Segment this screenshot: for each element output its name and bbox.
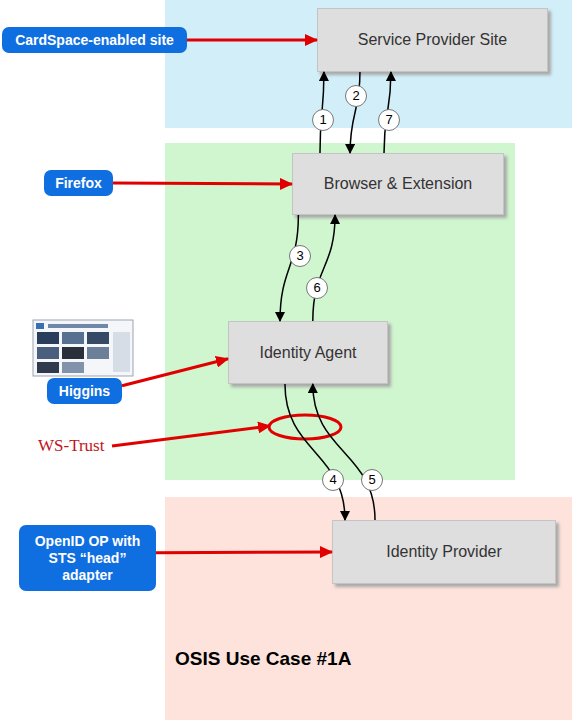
callout-number: 1: [312, 109, 334, 131]
tech-tag: Firefox: [44, 170, 113, 196]
tech-tag: CardSpace-enabled site: [2, 27, 187, 53]
callout-number: 6: [306, 277, 328, 299]
ws-trust-oval: [269, 415, 341, 439]
client-band: [165, 143, 515, 480]
tech-tag: Higgins: [47, 378, 122, 404]
idp-band: [165, 497, 572, 720]
flow-arrow: [313, 215, 335, 321]
node-text: CardSpace-enabled site: [15, 32, 174, 49]
higgins-screenshot: [33, 320, 133, 376]
pointer-arrow: [113, 183, 292, 184]
protocol-label: WS-Trust: [38, 436, 104, 456]
process-box: Identity Agent: [228, 321, 388, 384]
callout-number: 2: [345, 85, 367, 107]
node-text: Identity Provider: [386, 543, 502, 561]
process-box: Service Provider Site: [317, 8, 548, 72]
use-case-title: OSIS Use Case #1A: [175, 648, 351, 670]
node-text: Browser & Extension: [324, 175, 473, 193]
ws-trust-leader: [112, 426, 270, 446]
pointer-arrow: [122, 359, 228, 386]
node-text: OpenID OP with STS “head” adapter: [23, 533, 152, 584]
pointer-arrow: [156, 551, 332, 555]
callout-number: 7: [378, 109, 400, 131]
process-box: Browser & Extension: [292, 153, 504, 215]
flow-arrow: [285, 384, 345, 520]
callout-number: 4: [322, 469, 344, 491]
tech-tag: OpenID OP with STS “head” adapter: [19, 525, 156, 591]
process-box: Identity Provider: [332, 520, 556, 584]
callout-number: 5: [361, 469, 383, 491]
provider-band: [165, 0, 572, 128]
node-text: Higgins: [59, 383, 110, 400]
callout-number: 3: [289, 245, 311, 267]
node-text: Firefox: [55, 175, 102, 192]
flow-arrow: [313, 384, 375, 520]
pointer-arrow: [187, 39, 317, 42]
node-text: Service Provider Site: [358, 31, 507, 49]
node-text: Identity Agent: [260, 344, 357, 362]
flow-arrow: [280, 215, 298, 321]
